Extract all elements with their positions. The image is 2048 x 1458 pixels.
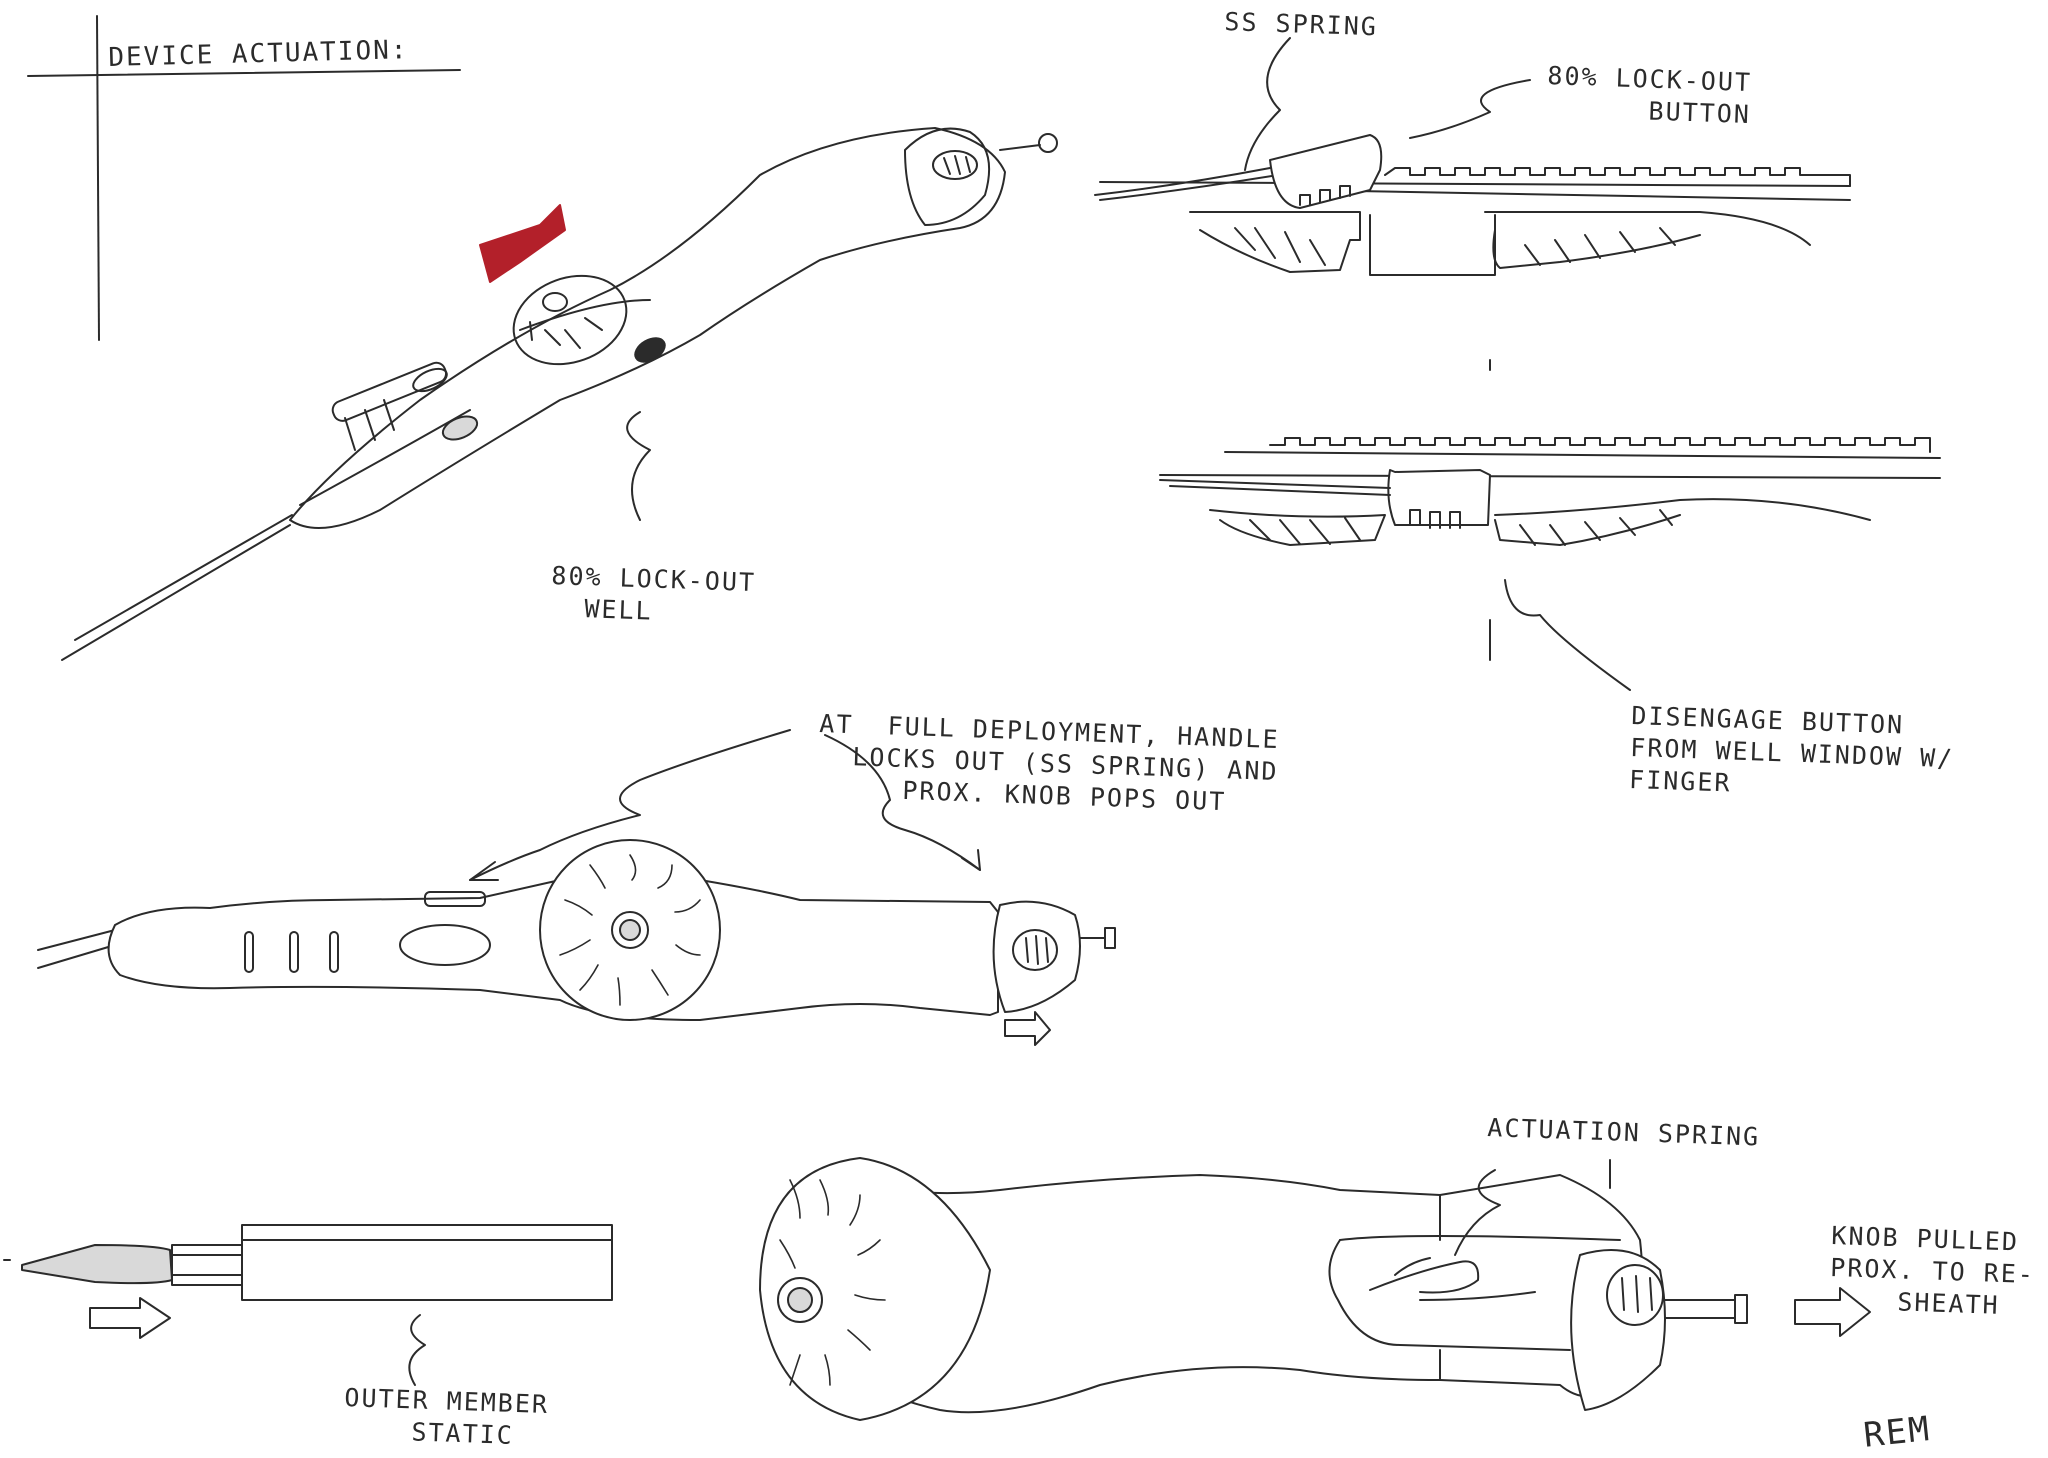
label-knob-pulled: KNOB PULLED PROX. TO RE- SHEATH xyxy=(1828,1220,2036,1320)
sheath-tip-view xyxy=(4,1225,612,1385)
handle-angled-view xyxy=(62,128,1057,660)
label-lockout-well: 80% LOCK-OUT WELL xyxy=(549,560,757,626)
title-frame xyxy=(28,16,460,340)
label-outer-member-static: OUTER MEMBER STATIC xyxy=(342,1382,550,1450)
rack-section-engaged xyxy=(1095,38,1850,275)
label-ss-spring: SS SPRING xyxy=(1223,6,1379,42)
label-lockout-button: 80% LOCK-OUT BUTTON xyxy=(1545,60,1753,130)
handle-actuation-view xyxy=(760,1158,1870,1420)
rack-section-disengaged xyxy=(1160,360,1940,690)
handle-side-deployed xyxy=(38,730,1115,1045)
artist-signature: REM xyxy=(1861,1408,1933,1456)
label-full-deployment: AT FULL DEPLOYMENT, HANDLE LOCKS OUT (SS… xyxy=(816,708,1281,817)
label-disengage-button: DISENGAGE BUTTON FROM WELL WINDOW W/ FIN… xyxy=(1628,700,1955,798)
